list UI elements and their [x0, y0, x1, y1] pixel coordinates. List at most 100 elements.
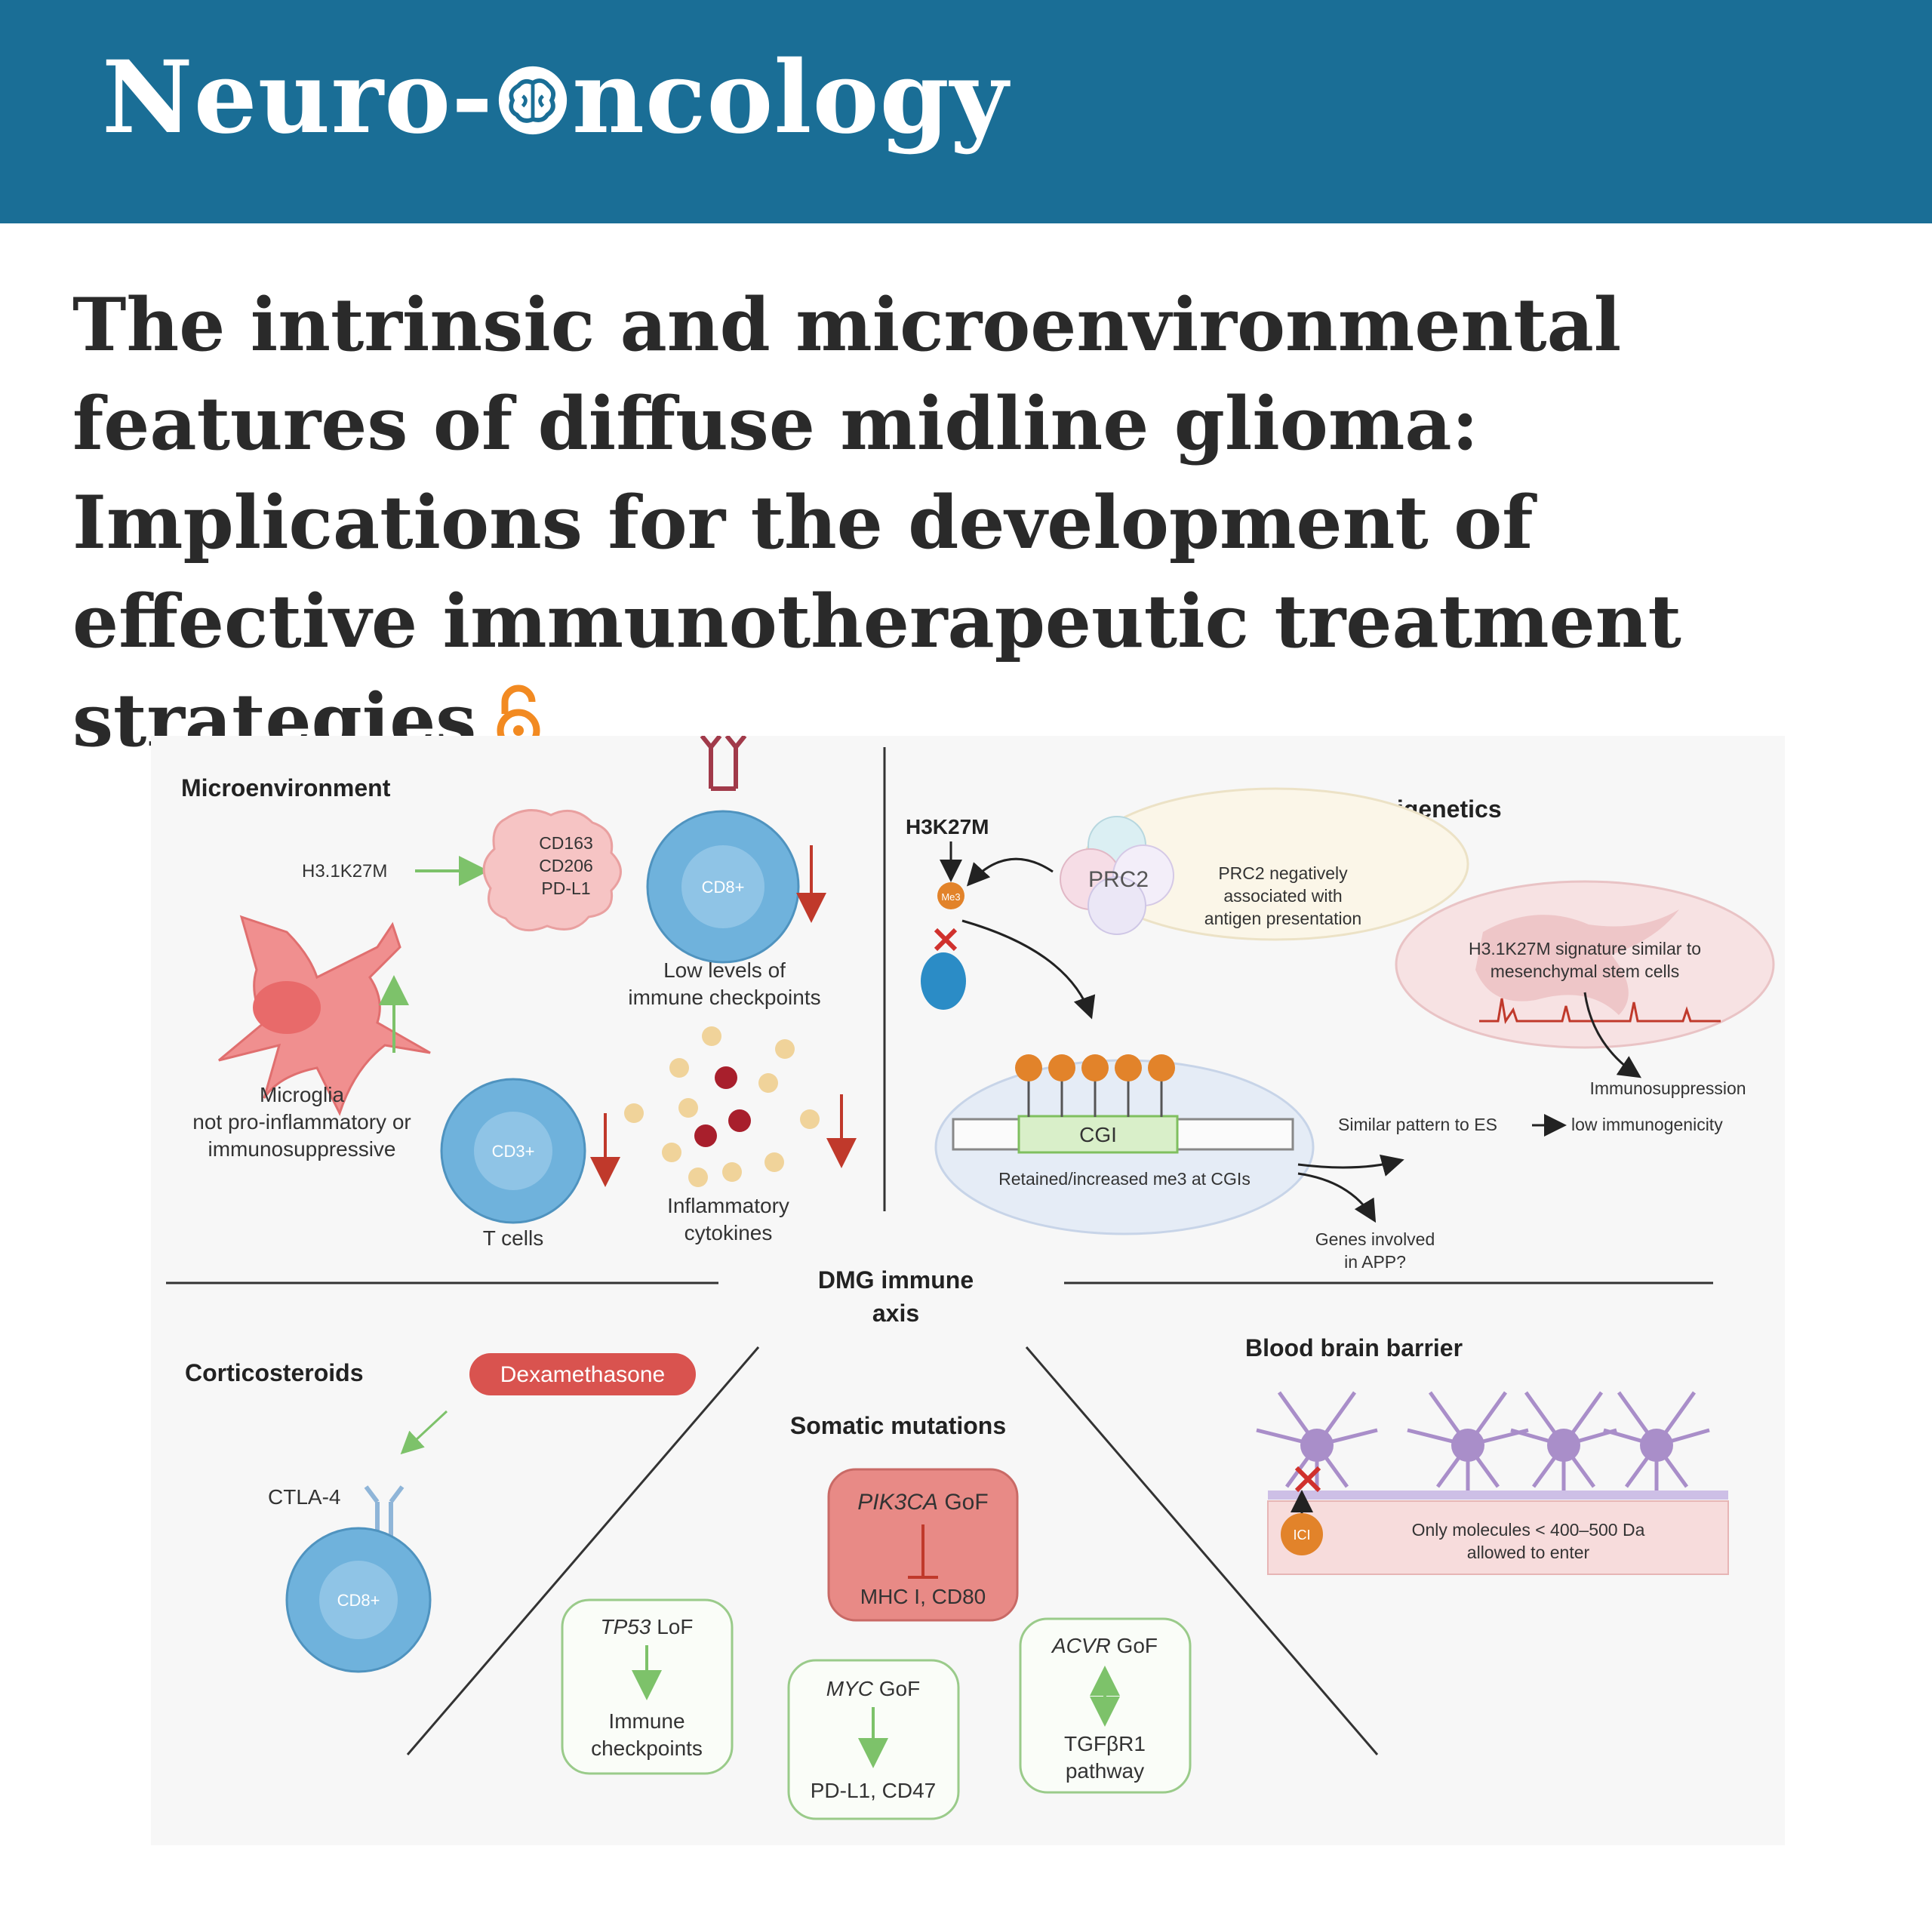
prc2-subunit: [1088, 876, 1146, 935]
microenvironment-heading: Microenvironment: [181, 774, 391, 801]
nucleosome-icon: [921, 952, 966, 1010]
cd8-label: CD8+: [337, 1591, 380, 1610]
diagonal-divider-left: [406, 1346, 760, 1755]
microglia-line1: Microglia: [260, 1083, 344, 1106]
acvr-target-line2: pathway: [1066, 1759, 1144, 1783]
epigenetics-panel: Epigenetics H3K27M Me3 PRC2 PRC2 negativ…: [906, 787, 1775, 1272]
myc-target: PD-L1, CD47: [811, 1779, 937, 1802]
bbb-heading: Blood brain barrier: [1245, 1334, 1463, 1361]
macrophage-cell: [482, 809, 622, 932]
h3k27m-label: H3K27M: [906, 815, 989, 838]
corticosteroids-panel: Corticosteroids Dexamethasone CTLA-4 CD8…: [185, 1353, 696, 1673]
brain-icon: [498, 66, 568, 135]
pik3ca-gene: PIK3CA: [857, 1490, 938, 1515]
acvr-target-line1: TGFβR1: [1064, 1732, 1146, 1755]
stem-cell-shape: [1475, 909, 1679, 1015]
cd3-label: CD3+: [492, 1142, 535, 1161]
prc2-note-line1: PRC2 negatively: [1218, 863, 1348, 883]
neuron-row: [1256, 1391, 1710, 1491]
curved-arrow: [966, 857, 1054, 887]
me3-ball: [937, 882, 964, 909]
curved-arrow: [961, 919, 1096, 1020]
microglia-line3: immunosuppressive: [208, 1137, 396, 1161]
black-arrow: [1297, 1154, 1404, 1177]
bbb-panel: Blood brain barrier ICI Only molecules <…: [1245, 1334, 1729, 1575]
journal-logo[interactable]: Neuro-ncology: [102, 39, 1009, 156]
ctla4-label: CTLA-4: [268, 1485, 340, 1509]
neuron-body: [1451, 1429, 1484, 1462]
microglia-nucleus: [253, 981, 321, 1034]
pik3ca-type: GoF: [938, 1490, 989, 1515]
journal-banner: Neuro-ncology: [0, 0, 1932, 223]
center-label-line2: axis: [872, 1300, 919, 1327]
ctla4-receptor-icon: [364, 1485, 405, 1547]
acvr-type: GoF: [1111, 1634, 1158, 1657]
prc2-note-line3: antigen presentation: [1204, 909, 1361, 928]
pik3ca-target: MHC I, CD80: [860, 1585, 986, 1608]
green-arrow: [400, 1410, 448, 1455]
center-label-line1: DMG immune: [818, 1266, 974, 1294]
microenvironment-panel: Microenvironment H3.1K27M CD163 CD206 PD…: [181, 736, 857, 1250]
graphical-abstract: DMG immune axis Microenvironment H3.1K27…: [151, 736, 1785, 1845]
tp53-label: TP53 LoF: [601, 1615, 694, 1638]
article-title-block: The intrinsic and microenvironmental fea…: [72, 275, 1884, 770]
black-arrow: [1297, 1172, 1377, 1223]
tp53-target-line2: checkpoints: [591, 1737, 703, 1760]
block-x-icon: [934, 928, 958, 952]
tp53-target-line1: Immune: [608, 1709, 685, 1733]
cytokines-line2: cytokines: [685, 1221, 773, 1244]
cgi-box: [1017, 1115, 1179, 1154]
diagonal-divider-right: [1025, 1346, 1379, 1755]
article-title[interactable]: The intrinsic and microenvironmental fea…: [72, 282, 1681, 763]
cd8-nucleus: [681, 845, 764, 928]
signature-line2: mesenchymal stem cells: [1491, 961, 1680, 981]
inhibition-symbol: [908, 1524, 938, 1579]
receptor-icon: [700, 736, 747, 791]
neuron-body: [1547, 1429, 1580, 1462]
dexamethasone-pill: [469, 1353, 696, 1395]
low-immunogenicity-label: low immunogenicity: [1571, 1115, 1723, 1134]
acvr-gene: ACVR: [1051, 1634, 1111, 1657]
tp53-type: LoF: [651, 1615, 693, 1638]
cd8-label: CD8+: [702, 878, 745, 897]
signal-track: [1479, 998, 1721, 1024]
genes-line2: in APP?: [1344, 1252, 1406, 1272]
myc-type: GoF: [873, 1677, 920, 1700]
journal-name-suffix: ncology: [571, 39, 1009, 156]
cytokines-line1: Inflammatory: [667, 1194, 789, 1217]
marker-cd163: CD163: [539, 833, 593, 853]
acvr-label: ACVR GoF: [1051, 1634, 1158, 1657]
membrane-line: [1268, 1491, 1728, 1500]
retained-label: Retained/increased me3 at CGIs: [998, 1169, 1251, 1189]
tp53-gene: TP53: [601, 1615, 651, 1638]
bbb-note-line1: Only molecules < 400–500 Da: [1412, 1520, 1645, 1540]
cgi-label: CGI: [1079, 1123, 1117, 1146]
immunosuppression-label: Immunosuppression: [1589, 1078, 1746, 1098]
prc2-label: PRC2: [1088, 867, 1149, 892]
similar-pattern-label: Similar pattern to ES: [1338, 1115, 1497, 1134]
somatic-mutations-panel: Somatic mutations PIK3CA GoF MHC I, CD80…: [561, 1412, 1192, 1820]
checkpoints-line1: Low levels of: [663, 958, 786, 982]
marker-pdl1: PD-L1: [541, 878, 590, 898]
microglia-line2: not pro-inflammatory or: [192, 1110, 411, 1134]
tcells-label: T cells: [483, 1226, 543, 1250]
cd8-nucleus: [319, 1561, 398, 1639]
dexamethasone-label: Dexamethasone: [500, 1362, 665, 1387]
prc2-note-line2: associated with: [1223, 886, 1342, 906]
neuron-body: [1640, 1429, 1673, 1462]
cd3-nucleus: [474, 1112, 552, 1190]
signature-line1: H3.1K27M signature similar to: [1469, 939, 1701, 958]
ici-molecule: [1281, 1513, 1323, 1555]
block-x-icon: [1294, 1466, 1321, 1493]
ici-label: ICI: [1293, 1527, 1310, 1543]
vessel-wall: [1267, 1500, 1729, 1575]
me3-label: Me3: [941, 891, 960, 903]
curved-arrow: [1583, 992, 1641, 1078]
checkpoints-line2: immune checkpoints: [628, 986, 820, 1009]
pik3ca-label: PIK3CA GoF: [857, 1490, 988, 1515]
neuron-body: [1300, 1429, 1334, 1462]
bbb-note-line2: allowed to enter: [1467, 1543, 1590, 1562]
myc-label: MYC GoF: [826, 1677, 920, 1700]
genes-line1: Genes involved: [1315, 1229, 1435, 1249]
h31k27m-label: H3.1K27M: [302, 861, 387, 881]
